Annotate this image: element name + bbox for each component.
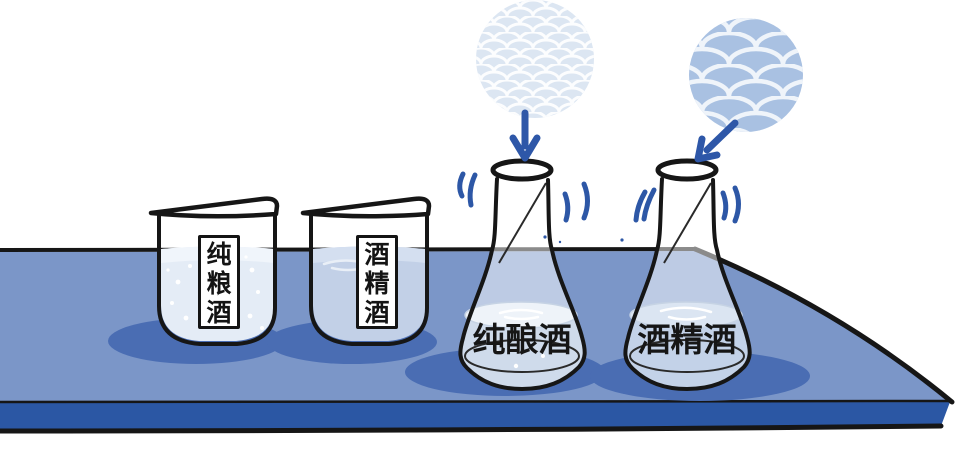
vibration-mark bbox=[732, 185, 741, 224]
beaker1-label-tag: 纯粮酒 bbox=[198, 235, 240, 329]
vibration-mark bbox=[467, 172, 478, 208]
vibration-mark bbox=[581, 181, 590, 221]
vibration-marks bbox=[457, 171, 741, 224]
flask-pure-brewed bbox=[458, 158, 587, 391]
pour-arrows bbox=[509, 109, 739, 163]
down-arrow-head-icon bbox=[509, 134, 541, 162]
beaker1-glass-outline bbox=[157, 213, 277, 346]
flask2-surface-swirl bbox=[659, 306, 713, 321]
flask2-label-text: 酒精酒 bbox=[637, 320, 737, 359]
vibration-mark bbox=[562, 191, 571, 223]
vibration-mark bbox=[641, 187, 657, 222]
flask2-liquid bbox=[626, 309, 748, 387]
flask2-glass-highlight bbox=[663, 182, 712, 264]
magnified-view-coarse bbox=[689, 18, 803, 132]
diagonal-arrow-head-icon bbox=[694, 135, 721, 163]
flask1-label-text: 纯酿酒 bbox=[472, 320, 572, 359]
table-front-face bbox=[0, 402, 950, 432]
beaker1-rim bbox=[148, 196, 280, 219]
vibration-mark bbox=[720, 190, 729, 221]
diagonal-arrow-icon bbox=[703, 119, 739, 154]
vibration-mark bbox=[457, 171, 466, 199]
magnified-view-fine bbox=[476, 0, 594, 118]
beaker2-glass-outline bbox=[309, 213, 429, 346]
flask2-outline bbox=[623, 177, 752, 391]
beaker2-rim bbox=[300, 196, 432, 219]
beaker2-label-tag: 酒精酒 bbox=[356, 235, 398, 329]
tiny-splash-dots bbox=[543, 235, 624, 244]
vibration-mark bbox=[633, 189, 648, 223]
table-front-top-edge bbox=[0, 399, 950, 404]
flask-alcohol bbox=[623, 158, 752, 391]
flask1-base-ellipse bbox=[464, 339, 580, 373]
beaker1-bubbles bbox=[166, 255, 264, 330]
coarse-bubble-texture-pattern bbox=[689, 18, 803, 132]
flask2-mouth bbox=[655, 158, 719, 182]
table-front-bottom-edge bbox=[0, 423, 944, 434]
table-right-edge bbox=[692, 246, 955, 405]
flask1-bubbles bbox=[485, 336, 545, 369]
flask1-liquid bbox=[461, 309, 583, 387]
fine-bubble-texture-pattern bbox=[476, 0, 594, 118]
flask1-outline bbox=[458, 177, 587, 391]
flask1-glass-highlight bbox=[498, 182, 547, 264]
flask1-surface-swirl bbox=[498, 308, 544, 321]
flask1-mouth bbox=[490, 158, 554, 182]
flask1-liquid-surface bbox=[464, 301, 578, 329]
flask2-liquid-surface bbox=[629, 301, 743, 329]
flask2-base-ellipse bbox=[629, 339, 745, 373]
